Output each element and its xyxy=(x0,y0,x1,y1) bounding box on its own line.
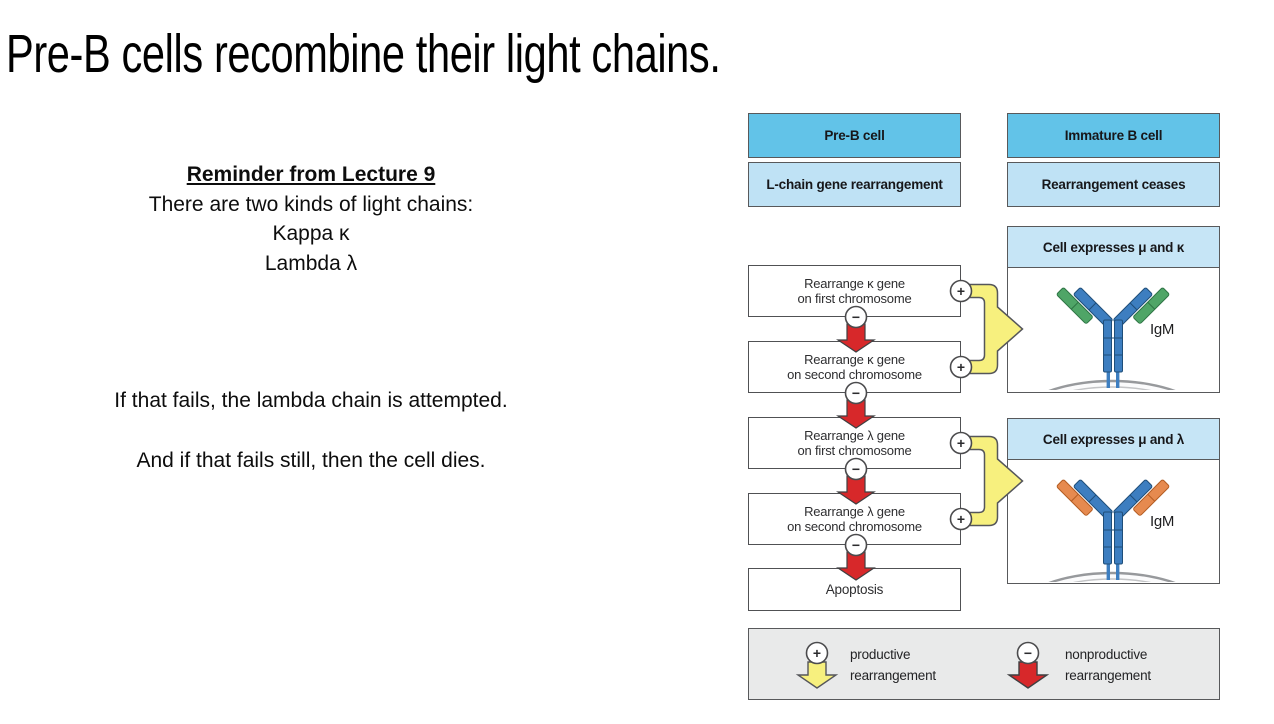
reminder-heading: Reminder from Lecture 9 xyxy=(186,163,436,186)
pre-b-cell-label: Pre-B cell xyxy=(824,128,885,143)
kappa-panel-header-label: Cell expresses μ and κ xyxy=(1042,239,1185,255)
flow-step-line: Rearrange κ gene xyxy=(804,351,905,367)
left-arm xyxy=(1056,479,1113,519)
cell-membrane-arc xyxy=(1048,571,1176,582)
cell-membrane-inner-arc xyxy=(1073,386,1151,390)
flow-step-lambda-first: Rearrange λ gene on first chromosome xyxy=(748,417,961,469)
antibody-igm xyxy=(1056,287,1170,388)
igm-lambda-antibody-illustration: IgM xyxy=(1048,479,1176,582)
igm-label: IgM xyxy=(1150,513,1174,530)
left-arm xyxy=(1056,287,1113,327)
heavy-chain-tail xyxy=(1106,368,1110,388)
heavy-chain-stem xyxy=(1103,511,1112,565)
nonproductive-label-line1: nonproductive xyxy=(1065,647,1148,662)
pre-b-cell-header-box: Pre-B cell xyxy=(748,113,961,158)
b-cell-development-figure: Pre-B cell L-chain gene rearrangement Im… xyxy=(745,110,1227,705)
flow-step-line: Rearrange λ gene xyxy=(804,503,905,519)
lambda-expression-panel: Cell expresses μ and λ xyxy=(1007,418,1220,584)
kappa-panel-header: Cell expresses μ and κ xyxy=(1008,227,1219,268)
reminder-line-kappa: Kappa κ xyxy=(272,222,350,245)
notes-block: If that fails, the lambda chain is attem… xyxy=(11,389,611,473)
heavy-chain-tail xyxy=(1116,368,1120,388)
flow-step-line: Rearrange λ gene xyxy=(804,427,905,443)
rearrangement-ceases-box: Rearrangement ceases xyxy=(1007,162,1220,207)
heavy-chain-stem xyxy=(1114,319,1123,373)
cell-membrane-arc xyxy=(1048,379,1176,390)
productive-label-line1: productive xyxy=(850,647,911,662)
kappa-panel-body: IgM xyxy=(1008,268,1219,390)
note-line-cell-dies: And if that fails still, then the cell d… xyxy=(136,449,486,472)
legend-box: productive rearrangement nonproductive r… xyxy=(748,628,1220,700)
heavy-chain-stem xyxy=(1114,511,1123,565)
flow-step-line: on first chromosome xyxy=(797,291,912,306)
heavy-chain-stem xyxy=(1103,319,1112,373)
flow-step-line: Rearrange κ gene xyxy=(804,275,905,291)
flow-step-line: on first chromosome xyxy=(797,443,912,458)
heavy-chain-tail xyxy=(1106,560,1110,580)
reminder-line-lambda: Lambda λ xyxy=(264,251,358,275)
reminder-block: Reminder from Lecture 9 There are two ki… xyxy=(11,160,611,278)
flow-step-kappa-first: Rearrange κ gene on first chromosome xyxy=(748,265,961,317)
apoptosis-box: Apoptosis xyxy=(748,568,961,611)
page-title: Pre-B cells recombine their light chains… xyxy=(6,24,721,84)
immature-b-cell-header-box: Immature B cell xyxy=(1007,113,1220,158)
reminder-line: There are two kinds of light chains: xyxy=(148,192,474,216)
flow-step-line: on second chromosome xyxy=(787,367,922,382)
nonproductive-label-line2: rearrangement xyxy=(1065,668,1151,683)
l-chain-rearrangement-label: L-chain gene rearrangement xyxy=(766,177,943,192)
productive-label-line2: rearrangement xyxy=(850,668,936,683)
lambda-panel-header-label: Cell expresses μ and λ xyxy=(1042,431,1185,447)
lambda-panel-body: IgM xyxy=(1008,460,1219,582)
kappa-expression-panel: Cell expresses μ and κ xyxy=(1007,226,1220,393)
heavy-chain-tail xyxy=(1116,560,1120,580)
note-line-lambda-attempt: If that fails, the lambda chain is attem… xyxy=(114,389,508,412)
flow-step-lambda-second: Rearrange λ gene on second chromosome xyxy=(748,493,961,545)
l-chain-rearrangement-box: L-chain gene rearrangement xyxy=(748,162,961,207)
igm-kappa-antibody-illustration: IgM xyxy=(1048,287,1176,390)
apoptosis-label: Apoptosis xyxy=(825,581,884,597)
igm-label: IgM xyxy=(1150,321,1174,338)
flow-step-kappa-second: Rearrange κ gene on second chromosome xyxy=(748,341,961,393)
flow-step-line: on second chromosome xyxy=(787,519,922,534)
lambda-panel-header: Cell expresses μ and λ xyxy=(1008,419,1219,460)
rearrangement-ceases-label: Rearrangement ceases xyxy=(1041,177,1186,192)
antibody-igm xyxy=(1056,479,1170,580)
immature-b-cell-label: Immature B cell xyxy=(1064,128,1163,143)
cell-membrane-inner-arc xyxy=(1073,578,1151,582)
